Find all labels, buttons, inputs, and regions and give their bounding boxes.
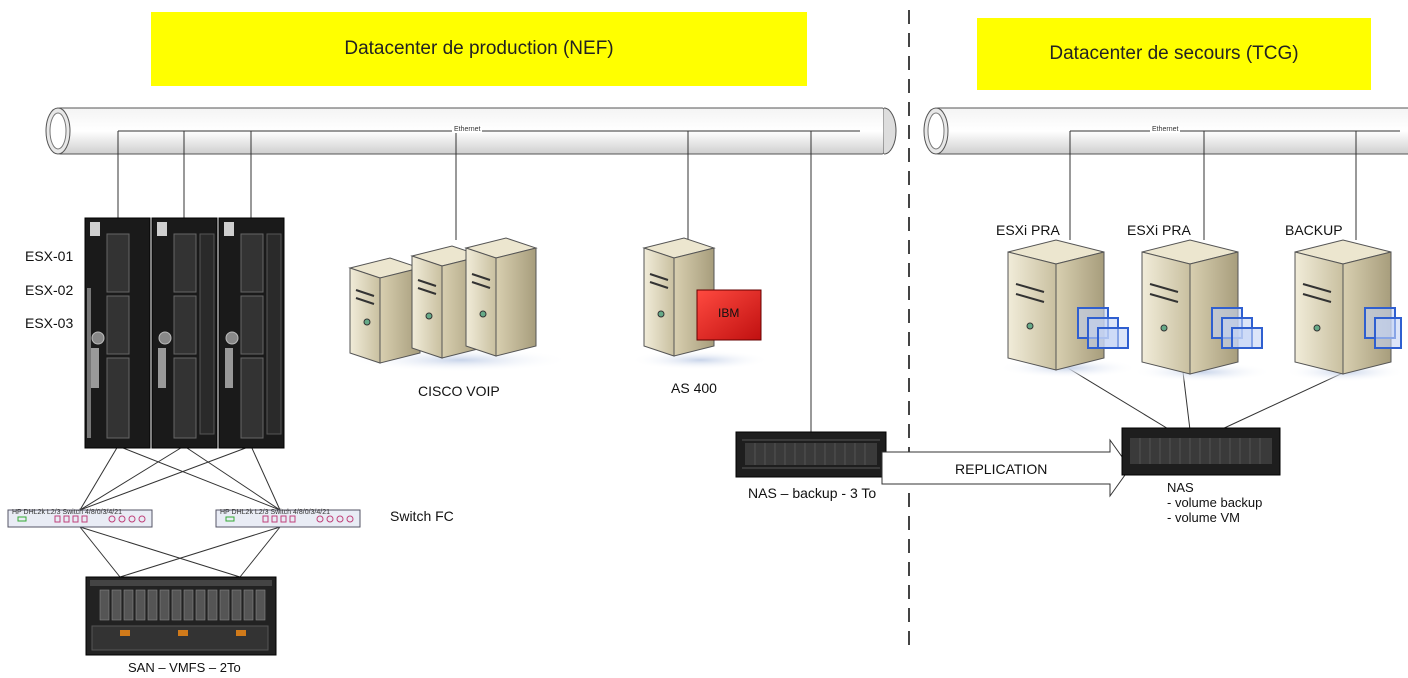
esxi-pra-label-2: ESXi PRA (1127, 222, 1191, 238)
ethernet-label-secours: Ethernet (1150, 126, 1181, 133)
as400-label: AS 400 (671, 380, 717, 396)
san-array (85, 576, 277, 656)
replication-arrow (881, 438, 1131, 498)
esx-blade-servers (84, 217, 285, 449)
fc-switch-2 (215, 509, 361, 528)
nas-secours-label: NAS - volume backup - volume VM (1167, 480, 1262, 525)
fc-switch-2-text: HP DHL2k L2/3 Switch 4/8/0/3/4/21 (220, 509, 330, 516)
esx-host-label-1: ESX-01 (25, 248, 74, 264)
nas-secours-title: NAS (1167, 480, 1194, 495)
bus-lines (79, 130, 1400, 578)
esxi-pra-label-1: ESXi PRA (996, 222, 1060, 238)
backup-server-label: BACKUP (1285, 222, 1343, 238)
nas-volume-backup: - volume backup (1167, 495, 1263, 510)
banner-production: Datacenter de production (NEF) (151, 12, 807, 86)
cisco-voip-label: CISCO VOIP (418, 383, 500, 399)
replication-label: REPLICATION (955, 461, 1048, 477)
switch-fc-label: Switch FC (390, 508, 454, 524)
banner-secours: Datacenter de secours (TCG) (977, 18, 1371, 90)
nas-secours (1121, 427, 1281, 476)
nas-production (735, 431, 887, 478)
fc-switch-1-text: HP DHL2k L2/3 Switch 4/8/0/3/4/21 (12, 509, 122, 516)
nas-production-label: NAS – backup - 3 To (748, 485, 877, 501)
cisco-voip-servers (348, 237, 570, 372)
secours-servers (998, 239, 1405, 382)
ibm-badge-label: IBM (718, 306, 740, 320)
nas-volume-vm: - volume VM (1167, 510, 1240, 525)
banner-secours-title: Datacenter de secours (TCG) (1049, 43, 1299, 64)
fc-switch-1 (7, 509, 153, 528)
esx-host-label-2: ESX-02 (25, 282, 74, 298)
esx-host-label-3: ESX-03 (25, 315, 74, 331)
as400-server (630, 237, 770, 370)
san-label: SAN – VMFS – 2To (128, 660, 241, 675)
banner-production-title: Datacenter de production (NEF) (344, 38, 614, 59)
ethernet-label-production: Ethernet (452, 126, 483, 133)
